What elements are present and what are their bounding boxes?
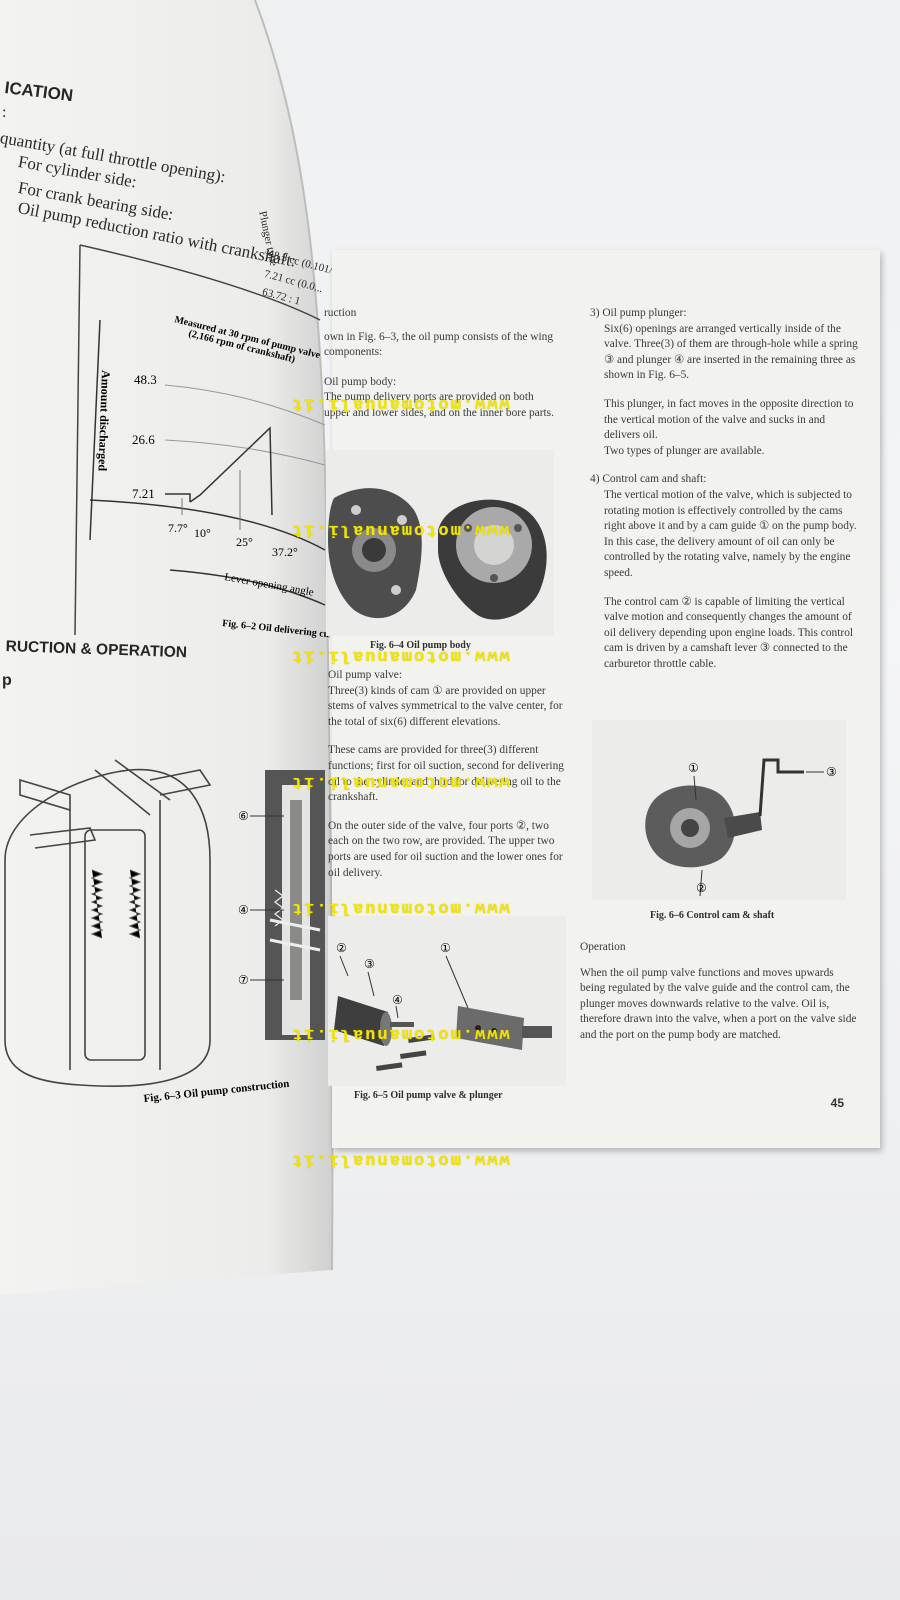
left-column: ruction own in Fig. 6–3, the oil pump co… (324, 306, 560, 435)
operation-title: Operation (580, 941, 626, 953)
chart-x-axis (89, 499, 326, 551)
lever-axis-arrow (169, 569, 326, 606)
y-tick-48: 48.3 (134, 372, 157, 387)
x-tick-7-7: 7.7° (168, 521, 188, 535)
oil-pump-construction-drawing: ⑥ ④ ⑦ Fig. 6–3 Oil pump construction (4, 759, 325, 1105)
spec-colon: : (2, 104, 7, 121)
chart-left-border (74, 244, 81, 636)
callout-4: ④ (238, 903, 249, 917)
control-cam-text-1: The vertical motion of the valve, which … (604, 488, 857, 579)
oil-pump-valve-title: Oil pump valve: (328, 669, 403, 681)
watermark: www.motomanuali.it (290, 898, 510, 917)
plunger-title: 3) Oil pump plunger: (590, 307, 687, 319)
control-cam-title: 4) Control cam and shaft: (590, 473, 707, 486)
watermark: www.motomanuali.it (290, 1024, 510, 1043)
y-tick-7: 7.21 (132, 486, 155, 501)
fig-6-4-photo (326, 450, 554, 636)
callout-7: ⑦ (238, 973, 249, 987)
fig65-callout-1: ① (440, 941, 451, 955)
x-tick-10: 10° (194, 526, 211, 540)
fig66-callout-1: ① (688, 761, 699, 775)
plunger-text-1: Six(6) openings are arranged vertically … (604, 322, 858, 382)
fig66-callout-3: ③ (826, 765, 837, 779)
operation-text: When the oil pump valve functions and mo… (580, 966, 857, 1041)
right-column: 3) Oil pump plunger: Six(6) openings are… (590, 306, 862, 685)
x-tick-37: 37.2° (272, 545, 298, 559)
fig66-callout-2: ② (696, 881, 707, 895)
oil-pump-body-title: Oil pump body: (324, 375, 397, 388)
delivery-curve-high (189, 426, 273, 516)
plunger-text-3: Two types of plunger are available. (604, 444, 765, 457)
construction-heading: ruction (324, 307, 357, 319)
valve-and-plunger-image: ② ③ ④ ① (334, 941, 552, 1071)
watermark: www.motomanuali.it (290, 772, 510, 791)
oil-delivering-curve-chart: Measured at 30 rpm of pump valve (2,166 … (74, 244, 330, 640)
fig65-callout-3: ③ (364, 957, 375, 971)
chart-y-axis (89, 319, 101, 541)
fig65-callout-2: ② (336, 941, 347, 955)
y-tick-26: 26.6 (132, 432, 155, 447)
right-page: ruction own in Fig. 6–3, the oil pump co… (324, 250, 880, 1148)
fig-6-5-photo: ② ③ ④ ① (328, 916, 566, 1086)
gridline-26 (164, 439, 326, 466)
fig-6-3-caption: Fig. 6–3 Oil pump construction (143, 1078, 290, 1105)
oil-pump-body-image (328, 488, 547, 620)
oil-pump-valve-text-1: Three(3) kinds of cam ① are provided on … (328, 684, 563, 728)
oil-pump-valve-text-2: These cams are provided for three(3) dif… (328, 744, 564, 804)
plunger-text-2: This plunger, in fact moves in the oppos… (604, 397, 854, 442)
watermark: www.motomanuali.it (290, 394, 510, 413)
subheading-pump: p (2, 672, 12, 689)
construction-intro: own in Fig. 6–3, the oil pump consists o… (324, 330, 554, 359)
oil-pump-body-text: The pump delivery ports are provided on … (324, 391, 554, 419)
x-tick-25: 25° (236, 535, 253, 549)
fig-6-5-caption: Fig. 6–5 Oil pump valve & plunger (354, 1090, 503, 1101)
watermark: www.motomanuali.it (290, 1150, 510, 1169)
fig-6-2-caption: Fig. 6–2 Oil delivering curve (222, 618, 330, 640)
chart-ylabel: Amount discharged (95, 370, 113, 472)
fig-6-6-photo: ① ③ ② (592, 720, 846, 900)
left-column-valve: Oil pump valve: Three(3) kinds of cam ① … (328, 668, 564, 894)
fig-6-6-caption: Fig. 6–6 Control cam & shaft (650, 910, 775, 921)
oil-pump-valve-text-3: On the outer side of the valve, four por… (328, 819, 563, 879)
control-cam-text-2: The control cam ② is capable of limiting… (604, 595, 854, 670)
watermark: www.motomanuali.it (290, 646, 510, 665)
gridline-48 (164, 384, 326, 426)
fig65-callout-4: ④ (392, 993, 403, 1007)
delivery-curve-low (165, 493, 191, 502)
chart-top-border (79, 244, 321, 321)
fig-6-4-caption: Fig. 6–4 Oil pump body (370, 640, 471, 651)
page-number: 45 (830, 1096, 844, 1110)
watermark: www.motomanuali.it (290, 520, 510, 539)
callout-6: ⑥ (238, 809, 249, 823)
control-cam-shaft-image: ① ③ ② (645, 758, 837, 897)
operation-section: Operation When the oil pump valve functi… (580, 940, 860, 1057)
chart-xlabel: Lever opening angle (223, 571, 314, 599)
